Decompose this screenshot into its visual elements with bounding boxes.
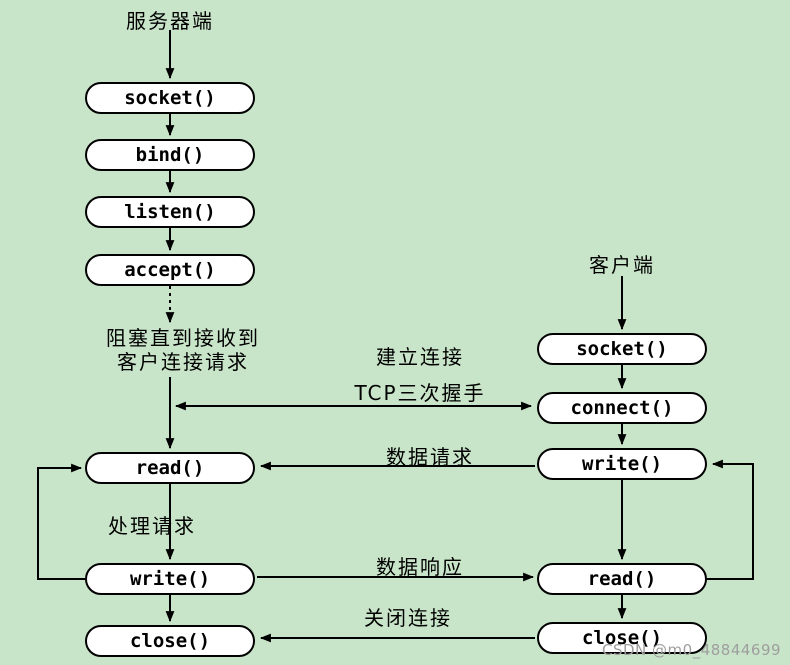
client-connect-box: connect() (537, 392, 707, 424)
server-read-box: read() (85, 452, 255, 484)
client-read-box: read() (537, 563, 707, 595)
client-title: 客户端 (589, 253, 655, 277)
block-note: 阻塞直到接收到 客户连接请求 (106, 326, 260, 374)
client-close-box: close() (537, 622, 707, 654)
server-close-box: close() (85, 625, 255, 657)
server-socket-box: socket() (85, 82, 255, 114)
client-write-box: write() (537, 448, 707, 480)
arrow-loop-server (37, 463, 85, 580)
tcp-handshake-label: TCP三次握手 (354, 381, 486, 405)
server-write-box: write() (85, 563, 255, 595)
client-socket-box: socket() (537, 333, 707, 365)
block-note-line1: 阻塞直到接收到 (106, 326, 260, 350)
process-note: 处理请求 (108, 514, 196, 538)
data-response-label: 数据响应 (376, 555, 464, 579)
csdn-watermark: CSDN @m0_48844699 (602, 641, 782, 659)
close-connection-label: 关闭连接 (364, 606, 452, 630)
establish-connection-label: 建立连接 (376, 345, 464, 369)
data-request-label: 数据请求 (386, 445, 474, 469)
server-title: 服务器端 (126, 9, 214, 33)
arrow-loop-client (707, 459, 754, 580)
block-note-line2: 客户连接请求 (117, 350, 249, 374)
server-bind-box: bind() (85, 139, 255, 171)
server-accept-box: accept() (85, 254, 255, 286)
server-listen-box: listen() (85, 196, 255, 228)
